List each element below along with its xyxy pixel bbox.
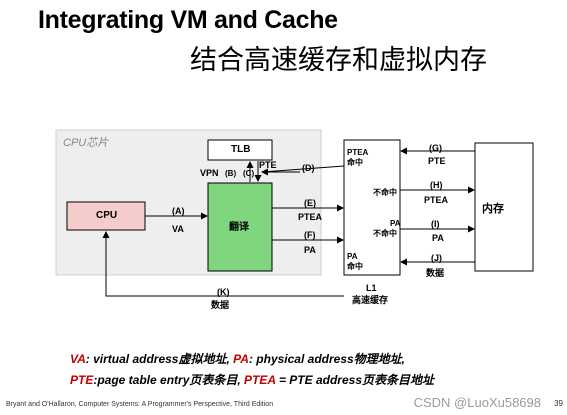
translate-label: 翻译: [229, 222, 249, 233]
l1-pa-miss-label: 不命中: [373, 229, 397, 238]
arrow-i-text: PA: [432, 233, 444, 243]
arrow-j-text: 数据: [426, 268, 445, 278]
tlb-box: [207, 139, 273, 161]
footnote-ptea: PTEA: [240, 373, 276, 387]
footnote-ptea-zh: 页表条目地址: [362, 373, 435, 387]
arrow-f-tag: (F): [304, 230, 316, 240]
arrow-g-tag: (G): [429, 143, 442, 153]
arrow-h-tag: (H): [430, 180, 443, 190]
arrow-a-text: VA: [172, 224, 184, 234]
footer-citation: Bryant and O'Hallaron, Computer Systems:…: [6, 401, 274, 408]
cpu-label: CPU: [96, 210, 118, 221]
tlb-label: TLB: [231, 144, 251, 155]
footnote-pa: PA: [229, 352, 249, 366]
footnote-pte: PTE: [70, 373, 94, 387]
l1-ptea-miss-label: 不命中: [373, 188, 397, 197]
l1-name-zh: 高速缓存: [352, 295, 389, 305]
l1-hit-label: 命中: [347, 158, 363, 167]
footnote-va-zh: 虚拟地址,: [178, 352, 230, 366]
arrow-h-text: PTEA: [424, 195, 449, 205]
arrow-c-pte: PTE: [259, 160, 277, 170]
footnote-pa-zh: 物理地址,: [353, 352, 406, 366]
title-chinese: 结合高速缓存和虚拟内存: [190, 45, 487, 76]
l1-pa-hit-label: 命中: [347, 262, 363, 271]
arrow-d-tag: (D): [302, 163, 315, 173]
arrow-e-text: PTEA: [298, 212, 323, 222]
l1-name: L1: [366, 283, 377, 293]
footnote-pa-desc: : physical address: [248, 352, 354, 366]
memory-box: [474, 142, 534, 272]
arrow-g-text: PTE: [428, 156, 446, 166]
arrow-b-vpn: VPN: [200, 168, 219, 178]
l1-pa-hit-code: PA: [347, 252, 358, 261]
arrow-i-tag: (I): [431, 219, 440, 229]
arrow-c-tag: (C): [243, 169, 255, 178]
title-english: Integrating VM and Cache: [38, 6, 338, 34]
l1-cache-box: [343, 139, 401, 276]
footnote-line-2: PTE:page table entry页表条目, PTEA = PTE add…: [70, 371, 434, 388]
watermark: CSDN @LuoXu58698: [413, 395, 541, 410]
arrow-j-tag: (J): [431, 253, 442, 263]
l1-ptea-hit-label: PTEA: [347, 148, 369, 157]
arrow-k-tag: (K): [217, 287, 230, 297]
arrow-a-tag: (A): [172, 206, 185, 216]
footnote-pte-zh: 页表条目,: [189, 373, 241, 387]
footnote-pte-desc: :page table entry: [93, 373, 190, 387]
footnote-line-1: VA: virtual address虚拟地址, PA: physical ad…: [70, 350, 405, 367]
cpu-box: [66, 201, 146, 231]
footnote-va: VA: [70, 352, 86, 366]
arrow-b-tag: (B): [225, 169, 237, 178]
translate-box: [207, 182, 273, 272]
arrow-e-tag: (E): [304, 198, 316, 208]
footnote-va-desc: : virtual address: [85, 352, 179, 366]
cpu-chip-label: CPU芯片: [63, 137, 109, 149]
l1-pa-miss-code: PA: [390, 219, 401, 228]
memory-label: 内存: [482, 203, 504, 215]
arrow-f-text: PA: [304, 245, 316, 255]
arrow-k-text: 数据: [211, 300, 230, 310]
footnote-ptea-desc: = PTE address: [275, 373, 362, 387]
page-number: 39: [554, 399, 563, 408]
